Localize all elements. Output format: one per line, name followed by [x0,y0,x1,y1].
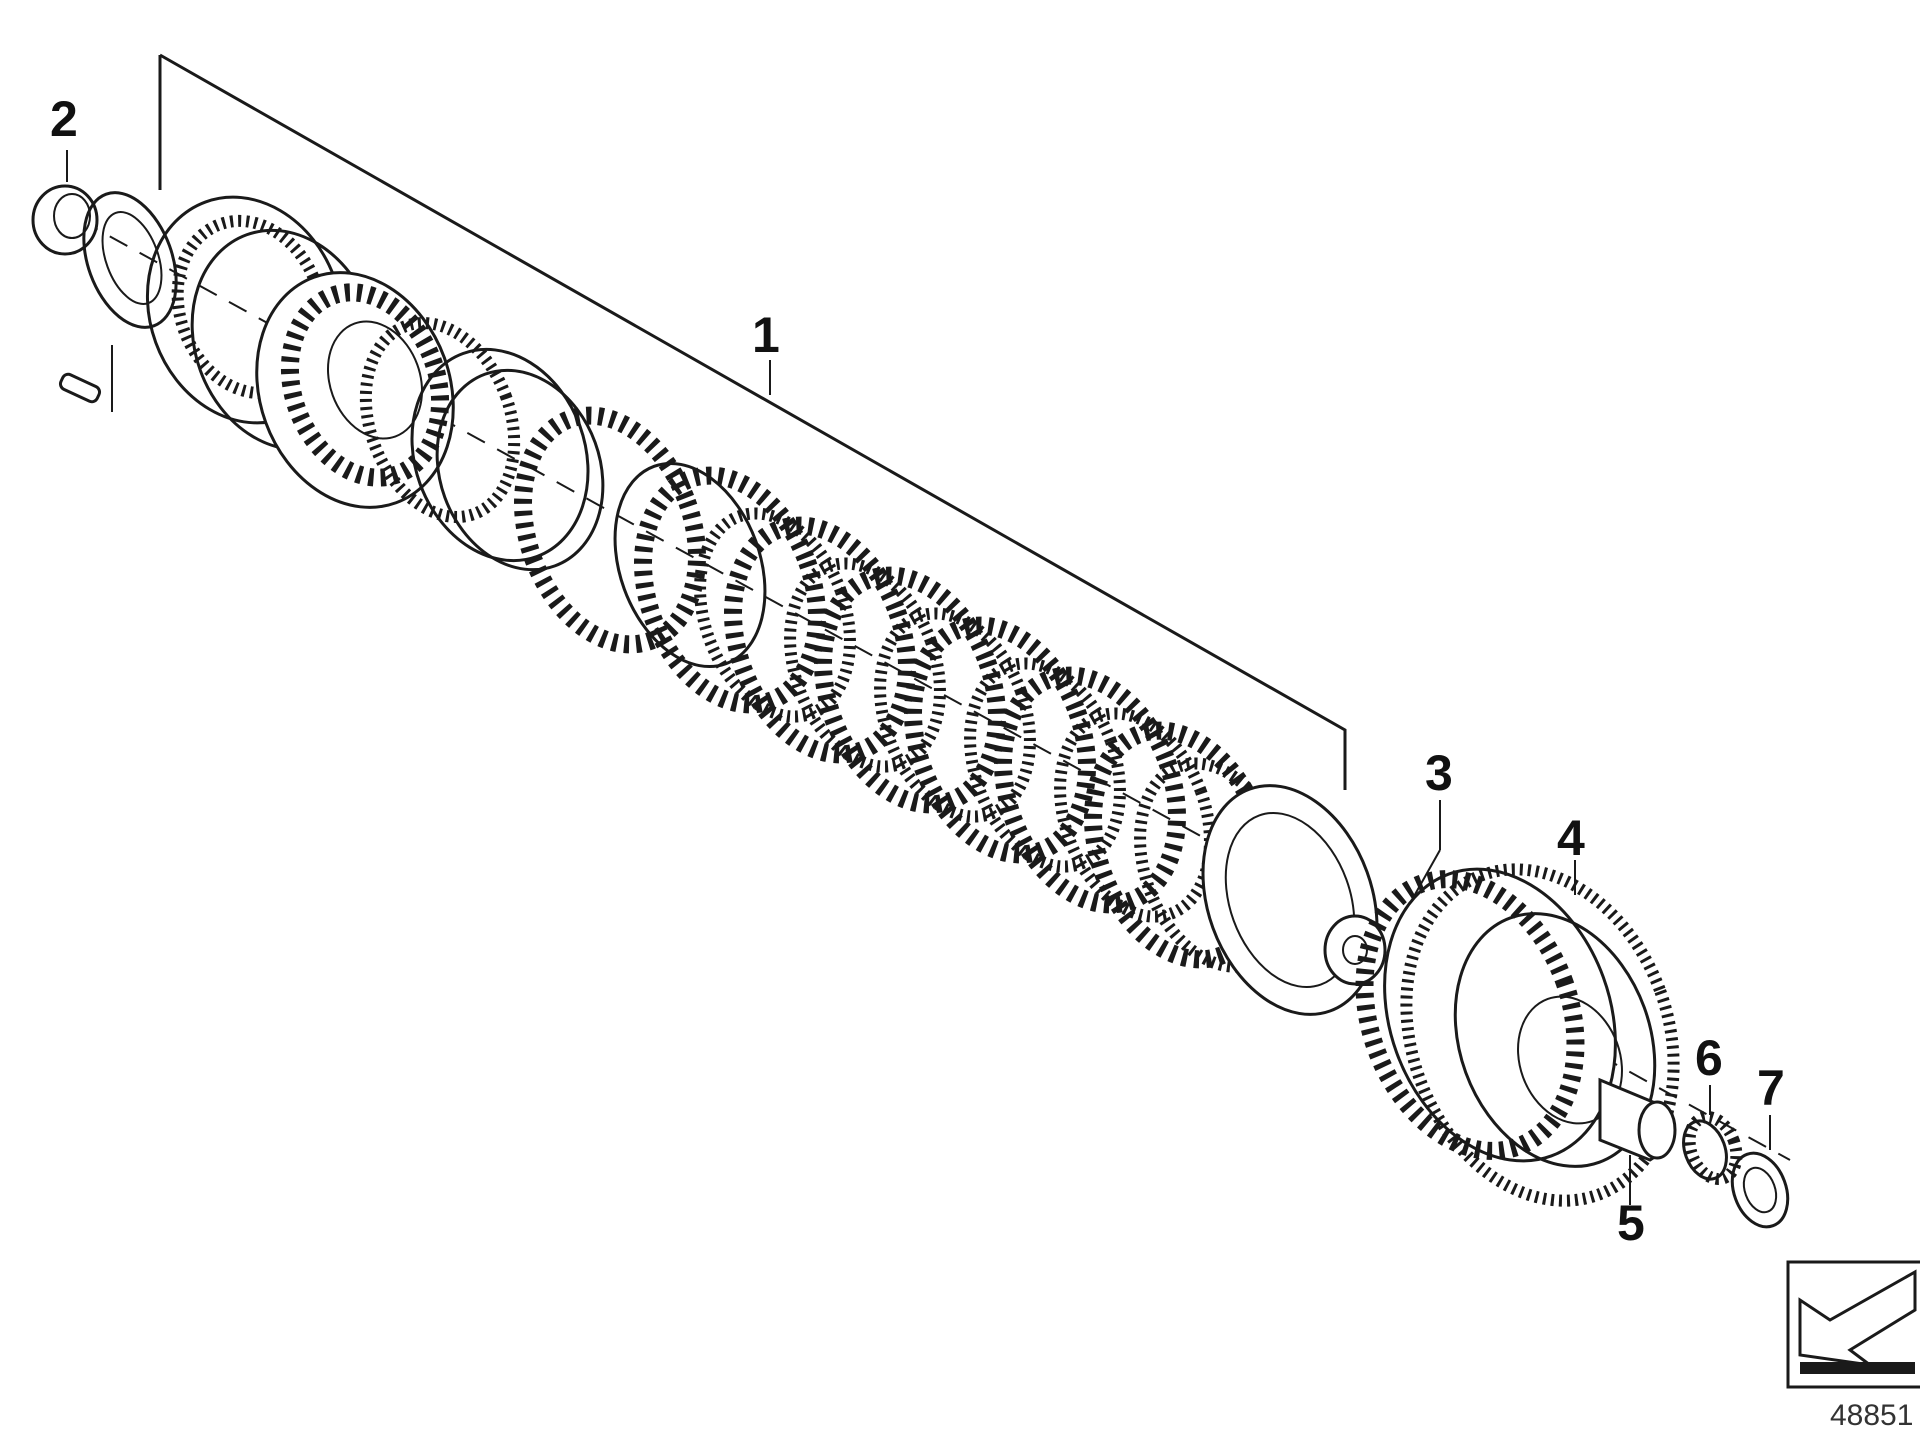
callout-3: 3 [1425,745,1453,801]
bolt [58,345,113,412]
part-4-clutch-housing [1355,860,1680,1207]
part-6-needle-bearing [1682,1085,1743,1185]
callout-2: 2 [50,91,78,147]
clutch-hub [255,271,455,509]
item-1-bracket [158,53,1347,790]
callout-6: 6 [1695,1030,1723,1086]
part-2-seal [31,150,99,256]
callout-4: 4 [1557,810,1585,866]
reference-number: 48851 [1830,1399,1913,1432]
hub-gear [359,317,521,523]
clutch-plate-stack [514,406,1296,973]
part-5-shaft [1598,1077,1677,1205]
view-direction-arrow-icon [1786,1260,1920,1389]
callout-7: 7 [1757,1060,1785,1116]
part-7-thrust-washer [1730,1115,1790,1229]
callout-5: 5 [1617,1195,1645,1251]
callout-1: 1 [752,307,780,363]
